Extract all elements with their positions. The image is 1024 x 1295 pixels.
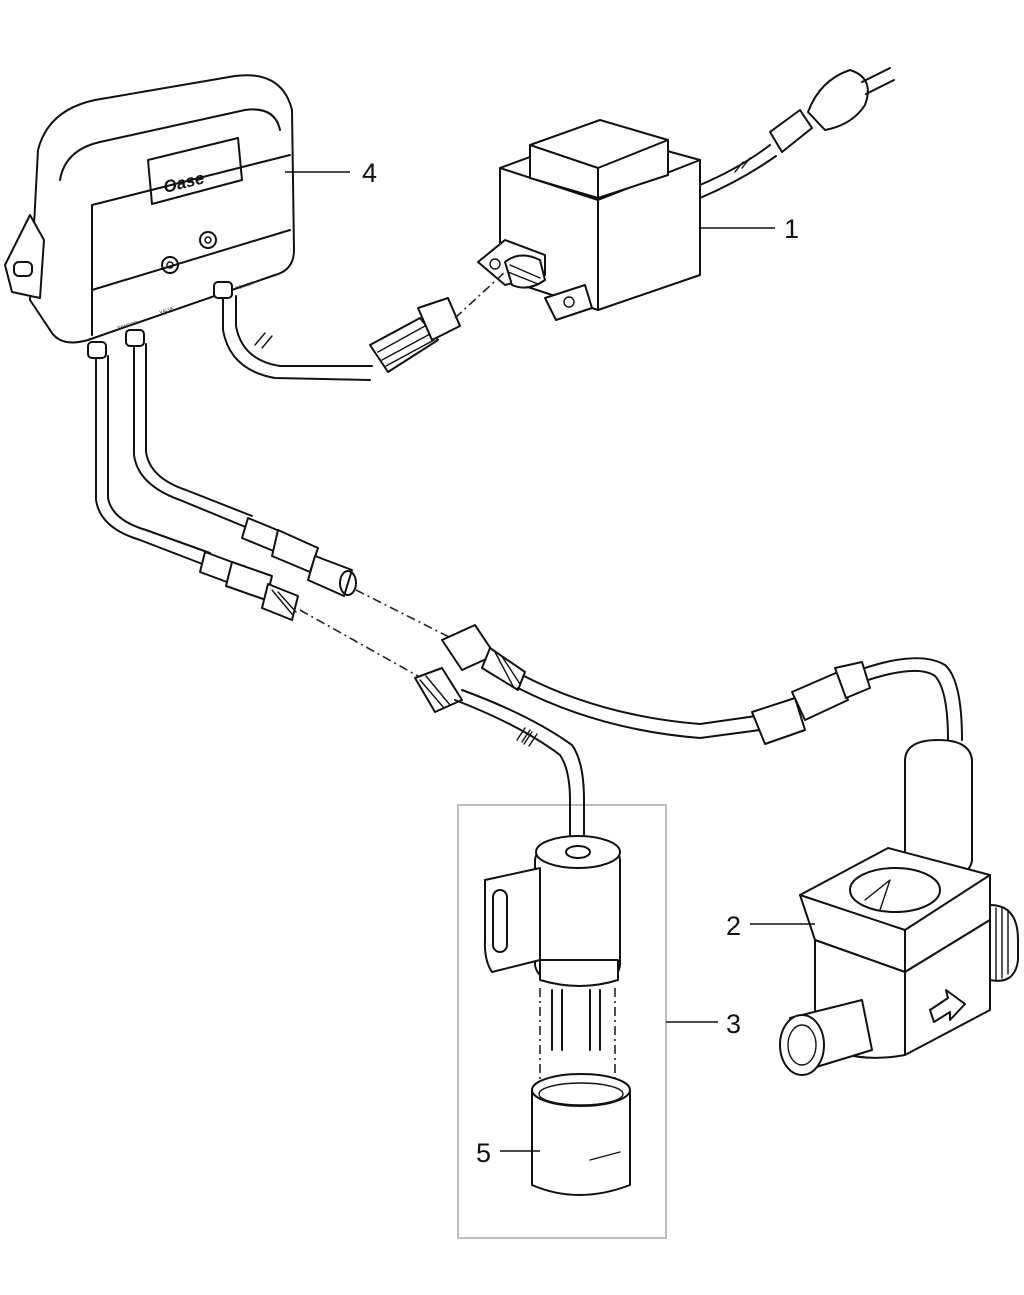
power-cable <box>222 271 506 381</box>
callout-5: 5 <box>476 1138 540 1168</box>
unit-cables <box>95 343 456 681</box>
control-unit: Oase SENSOR VALVE POWER <box>4 74 295 359</box>
callout-label-1: 1 <box>784 214 799 244</box>
transformer <box>477 67 895 321</box>
callout-label-2: 2 <box>726 911 741 941</box>
sensor-cable <box>414 667 585 841</box>
power-knob <box>199 231 217 249</box>
solenoid-valve <box>779 739 1019 1076</box>
protective-sleeve <box>531 1073 631 1196</box>
port-label-valve: VALVE <box>159 305 176 315</box>
callout-label-5: 5 <box>476 1138 491 1168</box>
callout-2: 2 <box>726 911 815 941</box>
valve-cable <box>441 624 963 747</box>
callout-3: 3 <box>666 1009 741 1039</box>
sensor <box>483 835 621 1090</box>
port-label-power: POWER <box>235 281 255 292</box>
callout-label-3: 3 <box>726 1009 741 1039</box>
mode-knob <box>161 256 179 274</box>
callout-4: 4 <box>285 158 377 188</box>
callout-label-4: 4 <box>362 158 377 188</box>
callout-1: 1 <box>700 214 799 244</box>
